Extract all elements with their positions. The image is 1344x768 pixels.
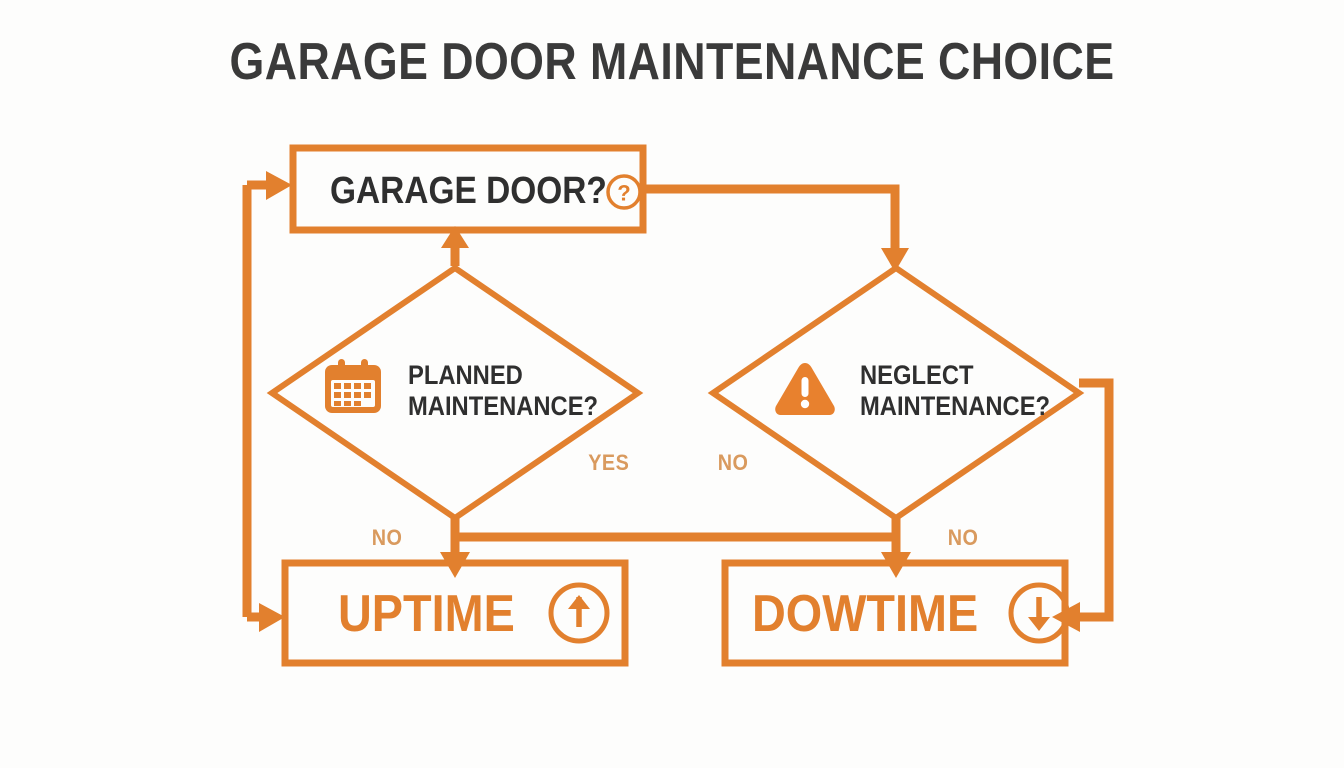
calendar-icon [322, 358, 384, 421]
edge-topbox-to-neglect-arrowhead [881, 248, 909, 272]
edge-left-return-to-uptime-arrowhead [259, 603, 285, 632]
edge-planned-to-topbox-arrowhead [441, 226, 469, 248]
page-title: GARAGE DOOR MAINTENANCE CHOICE [229, 33, 1115, 91]
edge-label-no-left: NO [371, 525, 403, 550]
arrow-up-circle-icon [546, 580, 612, 651]
left-diamond-label-line2: MAINTENANCE? [408, 391, 599, 421]
svg-text:?: ? [617, 181, 630, 206]
right-diamond-label-line2: MAINTENANCE? [860, 391, 1051, 421]
edge-bus-to-downtime-arrowhead [881, 552, 911, 578]
question-circle-icon: ? [604, 172, 644, 217]
edge-label-no-right: NO [947, 525, 979, 550]
edge-left-return-to-topbox-arrowhead [266, 171, 292, 200]
arrow-down-circle-icon [1006, 580, 1072, 651]
uptime-box-label: UPTIME [338, 585, 515, 643]
edge-neglect-loop-to-downtime [1078, 378, 1114, 622]
left-diamond-label: PLANNED MAINTENANCE? [408, 362, 598, 420]
downtime-box-label: DOWTIME [752, 585, 979, 643]
right-diamond-label: NEGLECT MAINTENANCE? [860, 362, 1050, 420]
right-diamond-label-line1: NEGLECT [860, 360, 974, 390]
edge-topbox-to-neglect [643, 184, 900, 250]
edge-label-no-middle: NO [717, 450, 749, 475]
left-diamond-label-line1: PLANNED [408, 360, 523, 390]
top-box-label: GARAGE DOOR? [330, 170, 607, 212]
warning-triangle-icon [772, 360, 838, 423]
edge-label-yes: YES [588, 450, 630, 475]
edge-bus-to-uptime-arrowhead [440, 552, 470, 578]
